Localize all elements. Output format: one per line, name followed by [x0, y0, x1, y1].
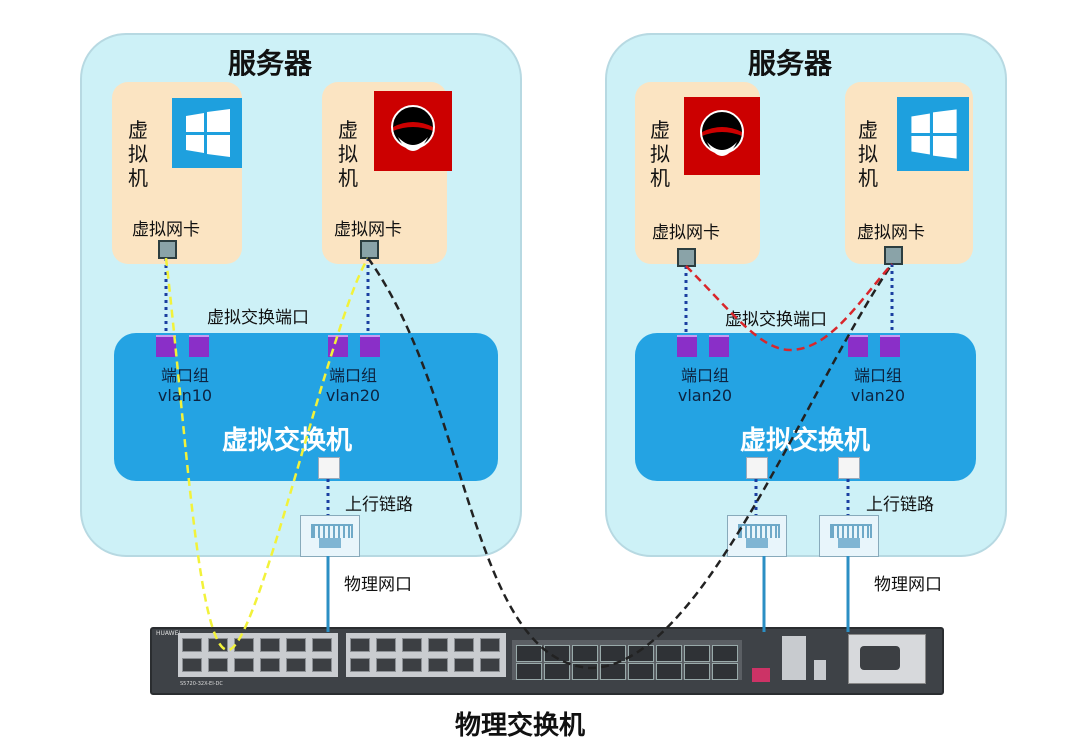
physical-nic-left: [300, 515, 360, 557]
vnic-right-2-port: [884, 246, 903, 265]
sfp-port: [572, 663, 598, 680]
sfp-port: [544, 645, 570, 662]
port-group-label: 端口组: [328, 366, 377, 385]
redhat-logo-icon: [684, 97, 760, 175]
vm-right-1-label: 虚拟机: [650, 118, 670, 190]
sfp-port: [572, 645, 598, 662]
rj45-port: [234, 638, 254, 652]
physical-nic-right-2: [819, 515, 879, 557]
vnic-left-1-port: [158, 240, 177, 259]
sfp-port: [516, 663, 542, 680]
rj45-port: [454, 658, 474, 672]
sfp-port: [656, 663, 682, 680]
rj45-port: [260, 658, 280, 672]
vswitch-port-label-left: 虚拟交换端口: [207, 308, 309, 328]
windows-logo-icon: [172, 98, 242, 168]
rj45-port: [182, 638, 202, 652]
vm-left-1-label: 虚拟机: [128, 118, 148, 190]
sfp-port: [600, 645, 626, 662]
vnic-left-1-label: 虚拟网卡: [132, 220, 200, 240]
uplink-label-left: 上行链路: [345, 495, 413, 515]
pg-port-right-1b: [709, 335, 729, 357]
port-group-right-1: 端口组 vlan20: [670, 366, 740, 406]
physical-port-label-right: 物理网口: [874, 575, 942, 595]
rj45-port: [454, 638, 474, 652]
vswitch-port-label-right: 虚拟交换端口: [725, 310, 827, 330]
rj45-port: [428, 658, 448, 672]
vm-right-2-label: 虚拟机: [858, 118, 878, 190]
port-group-label: 端口组: [160, 366, 209, 385]
sfp-port: [712, 645, 738, 662]
sfp-port: [684, 663, 710, 680]
switch-model-label: S5720-32X-EI-DC: [180, 681, 223, 687]
pg-port-left-1b: [189, 335, 209, 357]
port-group-label: 端口组: [853, 366, 902, 385]
sfp-port: [656, 645, 682, 662]
vnic-right-1-label: 虚拟网卡: [652, 223, 720, 243]
rj45-port: [234, 658, 254, 672]
pg-port-right-2a: [848, 335, 868, 357]
power-socket-icon: [860, 646, 900, 670]
rj45-port: [286, 658, 306, 672]
rj45-port: [312, 638, 332, 652]
usb-port: [782, 636, 806, 680]
physical-switch-title: 物理交换机: [455, 711, 586, 741]
pg-port-left-2b: [360, 335, 380, 357]
vm-left-2-label: 虚拟机: [338, 118, 358, 190]
pg-port-right-1a: [677, 335, 697, 357]
port-group-vlan: vlan10: [157, 386, 213, 405]
console-port: [752, 668, 770, 682]
rj45-port: [402, 658, 422, 672]
rj45-port: [350, 638, 370, 652]
port-group-label: 端口组: [680, 366, 729, 385]
sfp-port: [712, 663, 738, 680]
port-group-vlan: vlan20: [677, 386, 733, 405]
uplink-label-right: 上行链路: [866, 495, 934, 515]
rj45-port: [428, 638, 448, 652]
port-group-vlan: vlan20: [325, 386, 381, 405]
sfp-port: [628, 663, 654, 680]
port-group-vlan: vlan20: [850, 386, 906, 405]
windows-logo-icon: [897, 97, 969, 171]
rj45-port: [208, 658, 228, 672]
server-left-title: 服务器: [228, 47, 313, 80]
pg-port-left-2a: [328, 335, 348, 357]
server-right-title: 服务器: [748, 47, 833, 80]
uplink-port-right-2: [838, 457, 860, 479]
sfp-port: [544, 663, 570, 680]
pg-port-left-1a: [156, 335, 176, 357]
rj45-port: [480, 658, 500, 672]
vswitch-right-title: 虚拟交换机: [740, 426, 871, 456]
vnic-left-2-port: [360, 240, 379, 259]
rj45-port: [376, 638, 396, 652]
physical-port-label-left: 物理网口: [344, 575, 412, 595]
switch-brand-label: HUAWEI: [156, 630, 181, 637]
vnic-left-2-label: 虚拟网卡: [334, 220, 402, 240]
sfp-port: [684, 645, 710, 662]
sfp-port: [516, 645, 542, 662]
uplink-port-left: [318, 457, 340, 479]
rj45-port: [286, 638, 306, 652]
uplink-port-right-1: [746, 457, 768, 479]
sfp-port: [628, 645, 654, 662]
port-group-left-1: 端口组 vlan10: [150, 366, 220, 406]
port-group-right-2: 端口组 vlan20: [843, 366, 913, 406]
port-group-left-2: 端口组 vlan20: [318, 366, 388, 406]
redhat-logo-icon: [374, 91, 452, 171]
rj45-port: [312, 658, 332, 672]
vnic-right-2-label: 虚拟网卡: [857, 223, 925, 243]
vnic-right-1-port: [677, 248, 696, 267]
rj45-port: [260, 638, 280, 652]
rj45-port: [480, 638, 500, 652]
vswitch-left-title: 虚拟交换机: [222, 426, 353, 456]
rj45-port: [350, 658, 370, 672]
physical-nic-right-1: [727, 515, 787, 557]
rj45-port: [402, 638, 422, 652]
mgmt-port: [814, 660, 826, 680]
rj45-port: [182, 658, 202, 672]
rj45-port: [376, 658, 396, 672]
sfp-port: [600, 663, 626, 680]
pg-port-right-2b: [880, 335, 900, 357]
rj45-port: [208, 638, 228, 652]
